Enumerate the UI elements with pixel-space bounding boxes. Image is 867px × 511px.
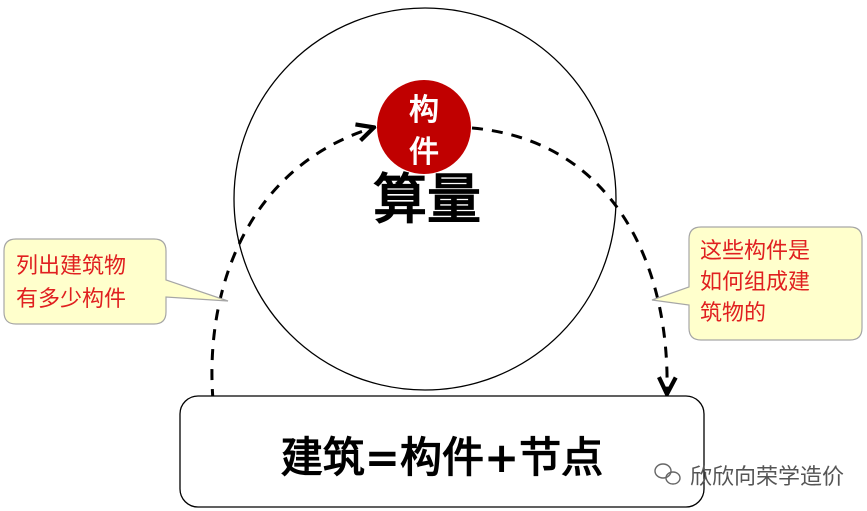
left-callout bbox=[3, 238, 229, 325]
formula-box bbox=[179, 395, 705, 508]
left-callout-line2: 有多少构件 bbox=[16, 287, 126, 312]
arrow-right-down bbox=[471, 126, 667, 392]
main-circle bbox=[233, 7, 617, 391]
right-callout bbox=[651, 226, 863, 341]
component-badge-line1: 构 bbox=[409, 93, 439, 128]
main-circle-label: 算量 bbox=[373, 168, 481, 231]
watermark-text: 欣欣向荣学造价 bbox=[690, 465, 844, 490]
arrow-left-up bbox=[210, 128, 372, 401]
left-callout-line1: 列出建筑物 bbox=[16, 254, 126, 279]
wechat-icon bbox=[654, 463, 681, 485]
component-badge-line2: 件 bbox=[409, 135, 439, 170]
formula-text: 建筑=构件+节点 bbox=[281, 433, 603, 482]
right-callout-line3: 筑物的 bbox=[700, 301, 766, 326]
component-badge bbox=[377, 80, 471, 174]
right-callout-line2: 如何组成建 bbox=[700, 270, 810, 295]
right-callout-line1: 这些构件是 bbox=[700, 239, 810, 264]
